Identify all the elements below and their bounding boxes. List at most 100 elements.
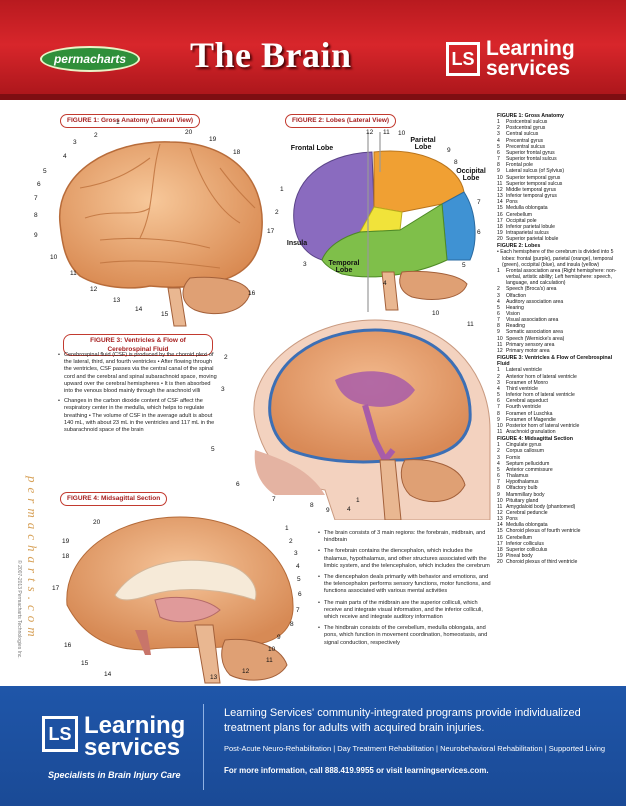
fig4-number-7: 7 [296,607,300,614]
fig2-number-1: 1 [280,186,284,193]
fig3-number-2: 2 [224,354,228,361]
legend-item-number: 7 [497,479,500,486]
fig1-number-5: 5 [43,168,47,175]
fig4-number-13: 13 [210,674,218,681]
legend-item-label: Septum pellucidum [506,460,550,467]
legend-item-label: Medulla oblongata [506,522,548,529]
legend-item-label: Vision [506,311,520,317]
permacharts-logo: permacharts [40,46,140,72]
legend-item-number: 7 [497,317,500,324]
legend-item-number: 19 [497,229,503,236]
legend-item-number: 2 [497,125,500,132]
figure-2-label: FIGURE 2: Lobes (Lateral View) [285,114,397,128]
legend-item-label: Thalamus [506,473,529,480]
legend-item-number: 4 [497,137,500,144]
legend-item-label: Cerebellum [506,534,533,541]
legend-fig1-heading: FIGURE 1: Gross Anatomy [497,113,564,119]
legend-item-number: 2 [497,286,500,293]
fig4-number-4: 4 [296,563,300,570]
legend-item-label: Cerebellum [506,211,533,218]
fig2-number-2: 2 [275,209,279,216]
legend-item-number: 15 [497,528,503,535]
fig4-number-12: 12 [242,668,250,675]
temporal-lobe-label: Temporal Lobe [328,260,360,274]
figure-4-midsagittal-section [66,516,294,684]
learning-services-logo: LS Learning services [446,38,616,84]
legend-item-number: 11 [497,503,503,510]
legend-item-label: Foramen of Luschka [506,410,553,417]
fig1-number-6: 6 [37,181,41,188]
legend-item-number: 15 [497,205,503,212]
figure-3-head-ventricles [253,319,491,520]
legend-item-number: 3 [497,454,500,461]
legend-item-number: 7 [497,404,500,411]
fig3-number-5: 5 [211,446,215,453]
parietal-lobe-label: Parietal Lobe [410,137,436,151]
legend-item-number: 10 [497,174,503,181]
legend-fig2-note: • Each hemisphere of the cerebrum is div… [497,249,614,268]
figure-3-label-line1: FIGURE 3: Ventricles & Flow of [90,337,186,344]
brand-word-services: services [486,57,571,80]
legend-item-number: 9 [497,491,500,498]
legend-item-number: 20 [497,559,503,566]
legend-item-number: 11 [497,341,503,348]
fig4-number-5: 5 [297,576,301,583]
legend-item-label: Pons [506,516,518,523]
legend-fig3-heading: FIGURE 3: Ventricles & Flow of Cerebrosp… [497,355,613,368]
fig3-number-8: 8 [310,502,314,509]
fig1-number-15: 15 [161,311,169,318]
legend-item-label: Cingulate gyrus [506,442,542,449]
fig4-number-10: 10 [268,646,276,653]
ls-logo-mark: LS [446,42,480,76]
summary-bullet: The main parts of the midbrain are the s… [318,600,494,622]
legend-item-number: 4 [497,385,500,392]
legend-item-number: 7 [497,156,500,163]
legend-item-number: 2 [497,448,500,455]
legend-item-label: Primary sensory area [506,341,555,348]
fig3-number-10: 10 [432,310,440,317]
legend-item-number: 10 [497,335,503,342]
fig4-number-18: 18 [62,553,70,560]
legend-item-label: Foramen of Magendie [506,416,556,423]
fig1-number-7: 7 [34,195,38,202]
legend-item-number: 10 [497,497,503,504]
fig1-number-8: 8 [34,212,38,219]
legend-item-label: Speech (Wernicke's area) [506,335,565,342]
legend-item-number: 8 [497,162,500,169]
fig1-number-16: 16 [248,290,256,297]
legend-item-label: Cerebral peduncle [506,510,548,516]
footer-ls-logo-mark: LS [42,716,78,752]
insula-label: Insula [286,240,308,247]
legend-item-label: Somatic association area [506,329,563,336]
legend-item-label: Olfaction [506,292,527,299]
legend-item-number: 5 [497,392,500,399]
fig1-number-4: 4 [63,153,67,160]
legend-item-number: 13 [497,193,503,200]
legend-item-label: Anterior commissure [506,466,553,473]
legend-item-number: 14 [497,522,503,529]
fig2-number-12: 12 [366,129,374,136]
fig1-number-3: 3 [73,139,77,146]
fig2-number-6: 6 [477,229,481,236]
legend-item-label: Precentral sulcus [506,143,546,150]
